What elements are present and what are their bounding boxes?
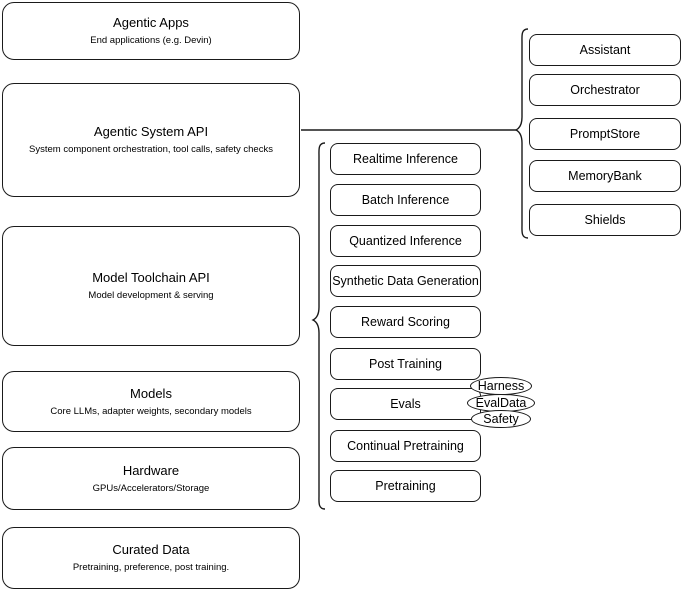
- layer-title: Agentic System API: [93, 124, 209, 139]
- layer-title: Curated Data: [112, 542, 190, 557]
- component-label: PromptStore: [569, 127, 641, 141]
- capability-label: Synthetic Data Generation: [332, 274, 479, 288]
- layer-subtitle: Core LLMs, adapter weights, secondary mo…: [50, 405, 252, 417]
- layer-title: Agentic Apps: [113, 15, 189, 30]
- component-chip-assistant[interactable]: Assistant: [529, 34, 681, 66]
- capability-chip-realtime-inference[interactable]: Realtime Inference: [330, 143, 481, 175]
- layer-box-curated-data[interactable]: Curated Data Pretraining, preference, po…: [2, 527, 300, 589]
- eval-badge-harness[interactable]: Harness: [470, 377, 532, 395]
- capability-chip-pretraining[interactable]: Pretraining: [330, 470, 481, 502]
- capability-chip-evals[interactable]: Evals: [330, 388, 481, 420]
- layer-box-agentic-apps[interactable]: Agentic Apps End applications (e.g. Devi…: [2, 2, 300, 60]
- capability-chip-quantized-inference[interactable]: Quantized Inference: [330, 225, 481, 257]
- brace-components-column: [514, 28, 529, 239]
- component-label: Orchestrator: [570, 83, 640, 97]
- capability-chip-continual-pretraining[interactable]: Continual Pretraining: [330, 430, 481, 462]
- capability-label: Continual Pretraining: [347, 439, 464, 453]
- capability-label: Realtime Inference: [353, 152, 458, 166]
- component-chip-shields[interactable]: Shields: [529, 204, 681, 236]
- layer-subtitle: System component orchestration, tool cal…: [29, 144, 273, 155]
- layer-title: Models: [130, 385, 172, 401]
- capability-chip-reward-scoring[interactable]: Reward Scoring: [330, 306, 481, 338]
- component-label: Shields: [584, 213, 626, 227]
- capability-label: Evals: [390, 397, 421, 411]
- capability-label: Reward Scoring: [361, 315, 450, 329]
- capability-chip-batch-inference[interactable]: Batch Inference: [330, 184, 481, 216]
- layer-subtitle: GPUs/Accelerators/Storage: [92, 482, 210, 494]
- layer-title: Hardware: [122, 462, 180, 478]
- layer-subtitle: End applications (e.g. Devin): [90, 35, 212, 46]
- capability-label: Quantized Inference: [349, 234, 462, 248]
- layer-box-models[interactable]: Models Core LLMs, adapter weights, secon…: [2, 371, 300, 432]
- layer-title: Model Toolchain API: [92, 270, 210, 285]
- eval-badge-safety[interactable]: Safety: [471, 410, 531, 428]
- capability-label: Post Training: [369, 357, 442, 371]
- component-chip-memorybank[interactable]: MemoryBank: [529, 160, 681, 192]
- layer-box-hardware[interactable]: Hardware GPUs/Accelerators/Storage: [2, 447, 300, 510]
- component-chip-orchestrator[interactable]: Orchestrator: [529, 74, 681, 106]
- layer-box-model-toolchain-api[interactable]: Model Toolchain API Model development & …: [2, 226, 300, 346]
- brace-toolchain-column: [311, 142, 326, 510]
- component-label: Assistant: [579, 43, 631, 57]
- layer-subtitle: Pretraining, preference, post training.: [72, 562, 230, 573]
- eval-badge-label: Harness: [477, 379, 525, 393]
- capability-label: Batch Inference: [361, 193, 450, 207]
- layer-box-agentic-system-api[interactable]: Agentic System API System component orch…: [2, 83, 300, 197]
- component-chip-promptstore[interactable]: PromptStore: [529, 118, 681, 150]
- eval-badge-label: EvalData: [475, 396, 527, 410]
- capability-chip-post-training[interactable]: Post Training: [330, 348, 481, 380]
- layer-subtitle: Model development & serving: [88, 290, 214, 301]
- capability-chip-synthetic-data-generation[interactable]: Synthetic Data Generation: [330, 265, 481, 297]
- capability-label: Pretraining: [375, 479, 436, 493]
- component-label: MemoryBank: [568, 169, 642, 183]
- eval-badge-label: Safety: [483, 412, 519, 426]
